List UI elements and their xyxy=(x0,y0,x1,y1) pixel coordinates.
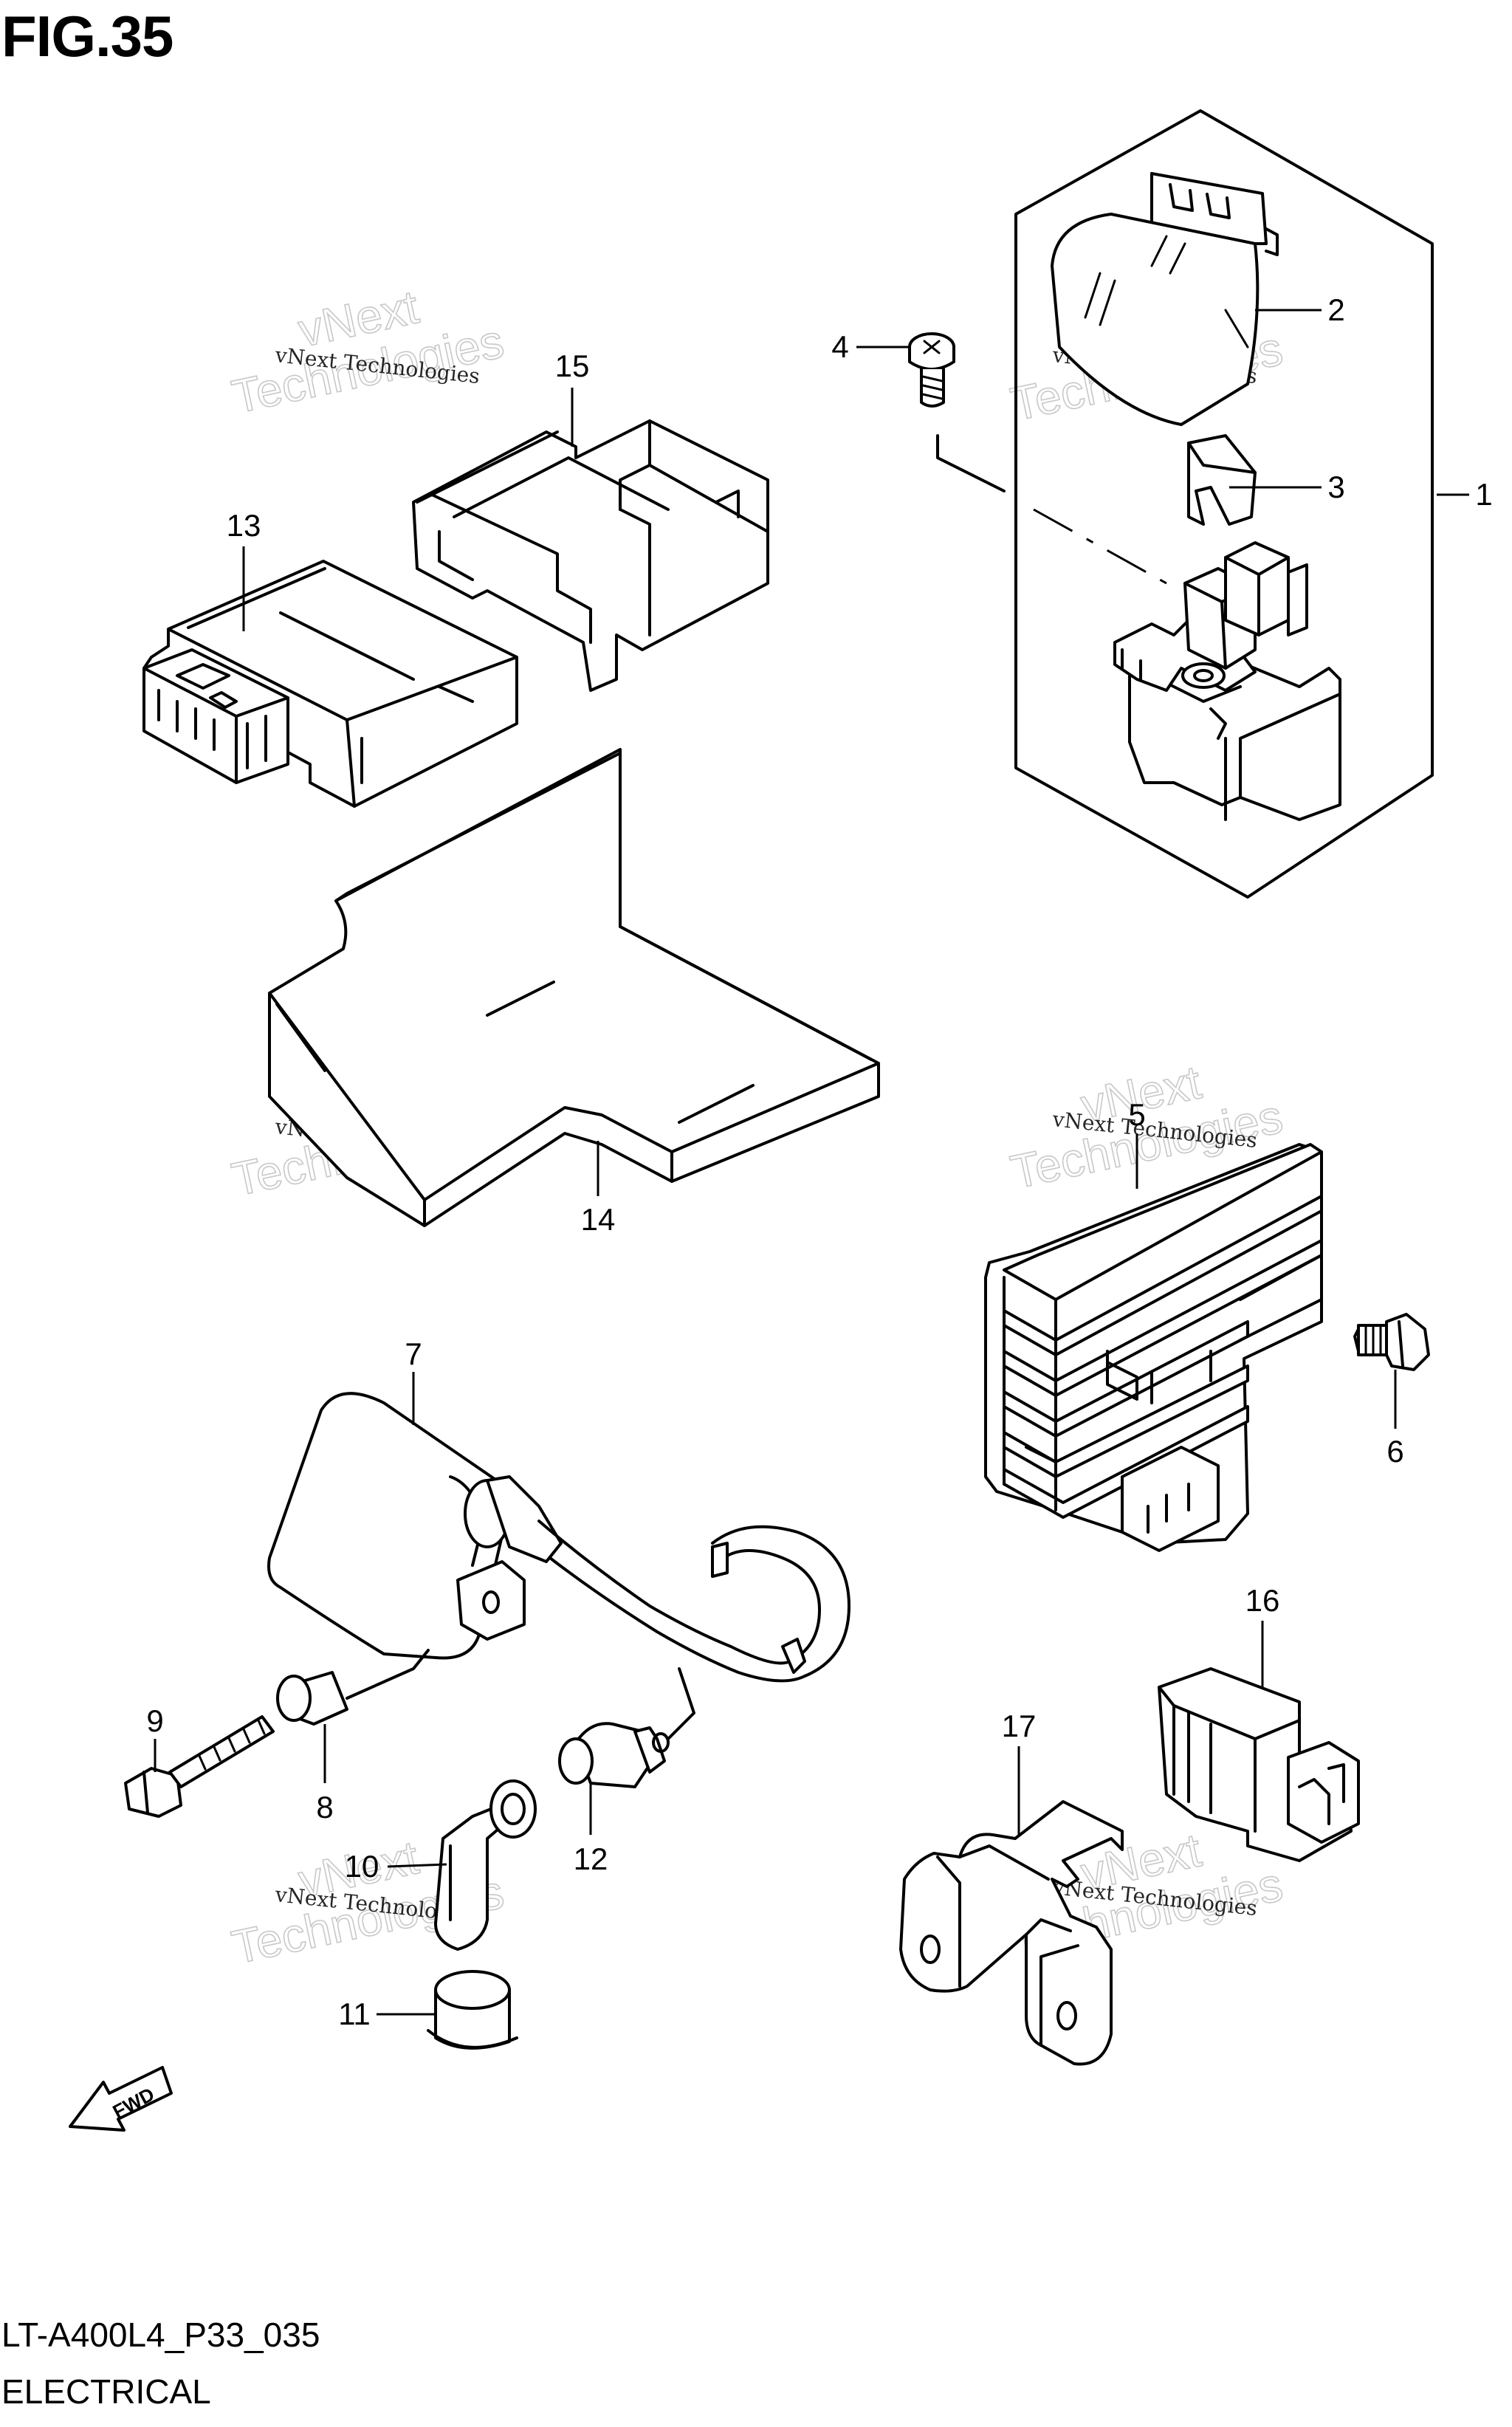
callout-9: 9 xyxy=(146,1703,163,1738)
ecm-cover-part-15 xyxy=(412,419,769,692)
callout-3: 3 xyxy=(1327,470,1344,504)
bracket-part-17 xyxy=(899,1800,1124,2066)
figure-title: FIG.35 xyxy=(1,4,173,69)
leader-10 xyxy=(387,1863,447,1868)
callout-2: 2 xyxy=(1327,292,1344,327)
figure-code: LT-A400L4_P33_035 xyxy=(1,2316,320,2354)
callout-1: 1 xyxy=(1475,477,1492,512)
bolt-part-9 xyxy=(124,1715,275,1818)
ecm-unit-part-13 xyxy=(142,560,518,808)
plug-cap-part-10 xyxy=(434,1779,537,1951)
connector-part-16 xyxy=(1158,1667,1360,1862)
callout-15: 15 xyxy=(555,349,590,383)
spacer-part-8 xyxy=(276,1671,348,1726)
callout-12: 12 xyxy=(574,1841,608,1876)
cap-part-11 xyxy=(427,1970,518,2050)
callout-8: 8 xyxy=(316,1790,333,1824)
screw-part-4 xyxy=(908,332,955,408)
callout-7: 7 xyxy=(405,1336,422,1371)
regulator-rectifier-part-5 xyxy=(984,1143,1323,1552)
starter-relay-assembly-frame xyxy=(1014,109,1434,899)
forward-direction-arrow: FWD xyxy=(69,2066,173,2132)
relay-cover-part-2 xyxy=(1051,172,1279,426)
callout-6: 6 xyxy=(1386,1434,1403,1469)
callout-16: 16 xyxy=(1245,1583,1280,1618)
callout-17: 17 xyxy=(1002,1709,1037,1743)
fuse-part-3 xyxy=(1187,434,1257,526)
callout-13: 13 xyxy=(227,508,261,543)
dashed-assembly-line xyxy=(1033,508,1167,585)
callout-10: 10 xyxy=(345,1849,379,1884)
assembly-line-coil-boot xyxy=(667,1667,695,1740)
callout-11: 11 xyxy=(338,1997,371,2031)
watermark-top-left: Technologies vNext vNext Technologies xyxy=(227,279,509,424)
starter-relay-body xyxy=(1113,541,1341,821)
callout-4: 4 xyxy=(831,329,848,364)
bolt-part-6 xyxy=(1353,1313,1430,1371)
boot-part-12 xyxy=(558,1722,670,1788)
figure-name: ELECTRICAL xyxy=(1,2372,211,2411)
ignition-coil-part-7 xyxy=(267,1392,850,1683)
leader-dash-part-4 xyxy=(936,434,1006,492)
assembly-line-coil-spacer xyxy=(346,1649,430,1700)
callout-5: 5 xyxy=(1128,1097,1145,1132)
mounting-plate-part-14 xyxy=(268,748,880,1227)
callout-14: 14 xyxy=(581,1202,616,1237)
